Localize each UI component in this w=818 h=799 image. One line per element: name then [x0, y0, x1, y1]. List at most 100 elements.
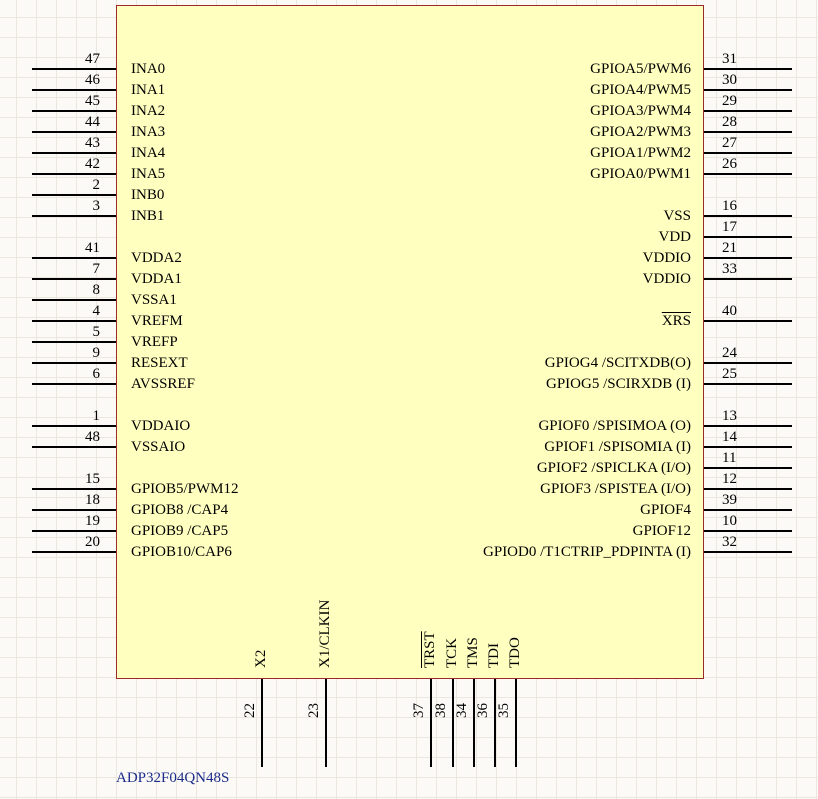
pin-line-left-18[interactable]: [32, 509, 116, 511]
pin-number: 25: [722, 366, 737, 382]
pin-number: 46: [85, 72, 100, 88]
pin-line-bottom-37[interactable]: [430, 679, 432, 767]
pin-line-left-3[interactable]: [32, 215, 116, 217]
pin-line-right-17[interactable]: [704, 236, 792, 238]
pin-line-left-20[interactable]: [32, 551, 116, 553]
pin-name: VDDAIO: [131, 418, 191, 434]
pin-line-right-27[interactable]: [704, 152, 792, 154]
pin-number: 29: [722, 93, 737, 109]
pin-line-right-30[interactable]: [704, 89, 792, 91]
pin-line-left-48[interactable]: [32, 446, 116, 448]
pin-name: X1/CLKIN: [317, 599, 333, 668]
pin-line-right-12[interactable]: [704, 488, 792, 490]
pin-number: 2: [92, 177, 101, 193]
pin-line-right-13[interactable]: [704, 425, 792, 427]
pin-line-right-24[interactable]: [704, 362, 792, 364]
pin-line-left-9[interactable]: [32, 362, 116, 364]
pin-line-left-1[interactable]: [32, 425, 116, 427]
pin-line-left-41[interactable]: [32, 257, 116, 259]
pin-name: TDO: [507, 637, 523, 668]
pin-line-left-8[interactable]: [32, 299, 116, 301]
pin-name: TCK: [444, 638, 460, 668]
pin-number: 24: [722, 345, 737, 361]
pin-line-right-14[interactable]: [704, 446, 792, 448]
pin-line-bottom-22[interactable]: [261, 679, 263, 767]
pin-line-right-21[interactable]: [704, 257, 792, 259]
pin-number: 39: [722, 492, 737, 508]
pin-line-right-31[interactable]: [704, 68, 792, 70]
pin-name: INB0: [131, 187, 165, 203]
pin-name: VDDA1: [131, 271, 182, 287]
pin-line-right-11[interactable]: [704, 467, 792, 469]
pin-number: 11: [722, 450, 737, 466]
pin-line-left-44[interactable]: [32, 131, 116, 133]
pin-line-right-32[interactable]: [704, 551, 792, 553]
pin-number: 22: [242, 703, 258, 718]
pin-number: 36: [475, 703, 491, 718]
pin-line-right-40[interactable]: [704, 320, 792, 322]
pin-line-left-43[interactable]: [32, 152, 116, 154]
pin-line-right-33[interactable]: [704, 278, 792, 280]
pin-line-bottom-34[interactable]: [473, 679, 475, 767]
pin-line-left-42[interactable]: [32, 173, 116, 175]
pin-line-left-5[interactable]: [32, 341, 116, 343]
pin-name: GPIOA5/PWM6: [590, 61, 691, 77]
pin-name: VREFM: [131, 313, 183, 329]
pin-number: 28: [722, 114, 737, 130]
pin-line-right-28[interactable]: [704, 131, 792, 133]
pin-line-left-45[interactable]: [32, 110, 116, 112]
pin-name: GPIOF12: [632, 523, 691, 539]
pin-line-right-29[interactable]: [704, 110, 792, 112]
pin-number: 35: [496, 703, 512, 718]
pin-number: 19: [85, 513, 100, 529]
pin-number: 47: [85, 51, 100, 67]
pin-line-left-46[interactable]: [32, 89, 116, 91]
pin-number: 12: [722, 471, 737, 487]
pin-number: 32: [722, 534, 737, 550]
pin-name: GPIOA1/PWM2: [590, 145, 691, 161]
pin-line-right-26[interactable]: [704, 173, 792, 175]
pin-line-left-19[interactable]: [32, 530, 116, 532]
pin-number: 14: [722, 429, 737, 445]
pin-line-left-2[interactable]: [32, 194, 116, 196]
pin-number: 20: [85, 534, 100, 550]
pin-name: GPIOF1 /SPISOMIA (I): [544, 439, 691, 455]
pin-name: GPIOF3 /SPISTEA (I/O): [540, 481, 691, 497]
pin-line-right-39[interactable]: [704, 509, 792, 511]
pin-name: TDI: [486, 643, 502, 668]
pin-name: GPIOA0/PWM1: [590, 166, 691, 182]
pin-name: GPIOD0 /T1CTRIP_PDPINTA (I): [483, 544, 691, 560]
pin-line-left-15[interactable]: [32, 488, 116, 490]
pin-number: 15: [85, 471, 100, 487]
pin-line-right-10[interactable]: [704, 530, 792, 532]
pin-number: 48: [85, 429, 100, 445]
pin-name: GPIOA3/PWM4: [590, 103, 691, 119]
pin-line-right-16[interactable]: [704, 215, 792, 217]
pin-number: 21: [722, 240, 737, 256]
pin-name: INB1: [131, 208, 165, 224]
pin-name: X2: [253, 649, 269, 668]
pin-name: INA0: [131, 61, 166, 77]
pin-line-bottom-38[interactable]: [452, 679, 454, 767]
pin-number: 40: [722, 303, 737, 319]
pin-line-bottom-35[interactable]: [515, 679, 517, 767]
pin-line-left-7[interactable]: [32, 278, 116, 280]
pin-name: GPIOG4 /SCITXDB(O): [544, 355, 691, 371]
pin-name: GPIOB8 /CAP4: [131, 502, 229, 518]
pin-number: 30: [722, 72, 737, 88]
pin-number: 27: [722, 135, 737, 151]
pin-line-left-6[interactable]: [32, 383, 116, 385]
pin-number: 31: [722, 51, 737, 67]
pin-number: 3: [92, 198, 101, 214]
component-body[interactable]: [116, 5, 704, 679]
pin-name: RESEXT: [131, 355, 188, 371]
pin-number: 41: [85, 240, 100, 256]
pin-name: TRST: [422, 631, 438, 668]
pin-line-right-25[interactable]: [704, 383, 792, 385]
pin-name: GPIOG5 /SCIRXDB (I): [545, 376, 691, 392]
pin-number: 26: [722, 156, 737, 172]
pin-line-left-47[interactable]: [32, 68, 116, 70]
pin-line-bottom-36[interactable]: [494, 679, 496, 767]
pin-line-bottom-23[interactable]: [325, 679, 327, 767]
pin-line-left-4[interactable]: [32, 320, 116, 322]
